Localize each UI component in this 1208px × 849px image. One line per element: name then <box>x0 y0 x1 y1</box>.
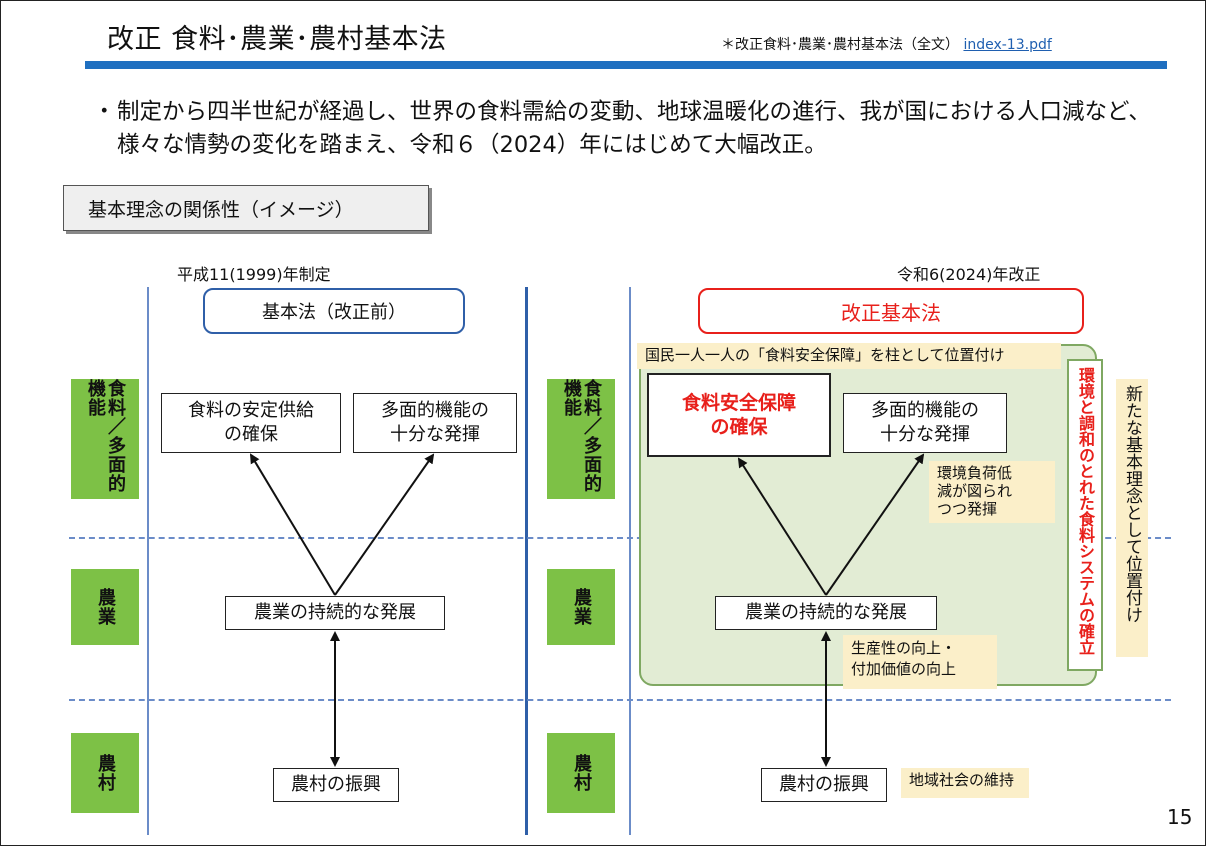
right-node-agriculture: 農業の持続的な発展 <box>715 596 937 630</box>
divider-food-agriculture <box>69 537 1171 539</box>
right-node-rural: 農村の振興 <box>761 768 887 802</box>
bullet-text: 制定から四半世紀が経過し、世界の食料需給の変動、地球温暖化の進行、我が国における… <box>117 99 1151 158</box>
old-law-box: 基本法（改正前） <box>203 288 465 334</box>
left-node-agriculture: 農業の持続的な発展 <box>225 596 445 630</box>
productivity-tag: 生産性の向上・ 付加価値の向上 <box>843 635 997 689</box>
food-system-label-box: 環境と調和のとれた食料システムの確立 <box>1067 359 1103 671</box>
right-category-rural: 農村 <box>547 733 615 813</box>
env-load-tag: 環境負荷低 減が図られ つつ発揮 <box>929 461 1055 523</box>
bullet-marker: ・ <box>93 99 116 125</box>
left-node-food-supply: 食料の安定供給 の確保 <box>161 393 341 453</box>
title-underline <box>85 61 1167 69</box>
divider-agriculture-rural <box>69 699 1171 701</box>
left-arrow-to-multifunction <box>334 453 435 596</box>
reference-pdf-link[interactable]: index-13.pdf <box>963 37 1052 53</box>
new-law-box: 改正基本法 <box>698 288 1084 334</box>
pillar-tag: 国民一人一人の「食料安全保障」を柱として位置付け <box>637 343 1061 369</box>
right-node-food-security: 食料安全保障 の確保 <box>647 373 831 457</box>
right-node-multifunction: 多面的機能の 十分な発揮 <box>843 393 1007 453</box>
left-category-agriculture: 農業 <box>71 569 139 645</box>
page-title: 改正 食料･農業･農村基本法 <box>107 24 447 55</box>
right-arrow-to-multifunction <box>825 453 925 596</box>
community-tag: 地域社会の維持 <box>901 768 1029 798</box>
left-arrow-to-food <box>249 453 336 596</box>
food-system-label: 環境と調和のとれた食料システムの確立 <box>1076 367 1095 655</box>
summary-bullet: ・ 制定から四半世紀が経過し、世界の食料需給の変動、地球温暖化の進行、我が国にお… <box>93 96 1153 162</box>
concept-heading: 基本理念の関係性（イメージ） <box>88 198 354 221</box>
new-principle-box: 新たな基本理念として位置付け <box>1116 379 1148 657</box>
center-divider <box>525 287 528 835</box>
reference-note: ＊改正食料･農業･農村基本法（全文） index-13.pdf <box>721 34 1052 54</box>
right-category-food: 食料／多面的機能 <box>547 379 615 499</box>
concept-heading-box: 基本理念の関係性（イメージ） <box>63 185 429 231</box>
left-node-rural: 農村の振興 <box>273 768 399 802</box>
right-column-divider <box>629 287 631 835</box>
left-category-rural: 農村 <box>71 733 139 813</box>
page-number: 15 <box>1167 805 1193 829</box>
right-category-agriculture: 農業 <box>547 569 615 645</box>
new-principle-label: 新たな基本理念として位置付け <box>1122 385 1142 623</box>
right-arrow-to-food <box>737 457 827 596</box>
left-node-multifunction: 多面的機能の 十分な発揮 <box>353 393 517 453</box>
new-law-label: 改正基本法 <box>841 300 941 325</box>
right-era-label: 令和6(2024)年改正 <box>897 265 1041 284</box>
left-category-food: 食料／多面的機能 <box>71 379 139 499</box>
reference-prefix: ＊改正食料･農業･農村基本法（全文） <box>721 37 959 53</box>
left-era-label: 平成11(1999)年制定 <box>177 265 331 284</box>
old-law-label: 基本法（改正前） <box>262 302 406 323</box>
left-column-divider <box>147 287 149 835</box>
